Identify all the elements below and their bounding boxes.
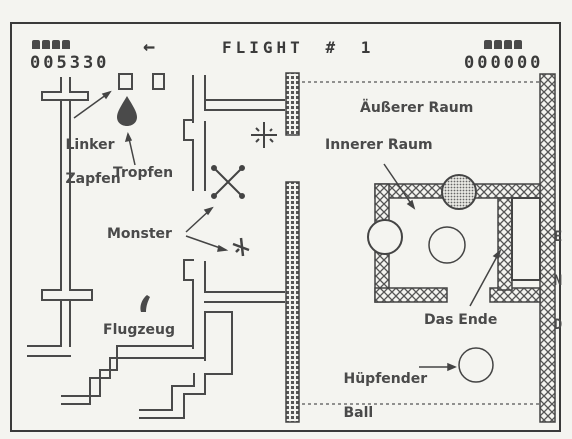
flight-title: FLIGHT # 1: [222, 38, 374, 57]
label-huepfender: Hüpfender: [343, 371, 428, 387]
label-monster: Monster: [107, 226, 172, 242]
monster-small: [232, 237, 250, 257]
airplane-icon: [140, 295, 150, 312]
flight-sign: #: [325, 38, 340, 57]
right-lives-indicator: [484, 40, 524, 52]
label-ausserer-raum: Äußerer Raum: [360, 100, 474, 116]
flight-title-text: FLIGHT: [222, 38, 304, 57]
dotted-pillar-bottom: [285, 181, 300, 423]
label-ball: Ball: [343, 405, 374, 421]
monster-x: [211, 165, 245, 199]
left-arrow-icon: ←: [143, 34, 159, 58]
end-letter-n: N: [553, 273, 563, 289]
left-cross-top: [41, 77, 89, 161]
right-score: 000000: [464, 53, 544, 73]
label-innerer-raum: Innerer Raum: [325, 137, 433, 153]
stippled-ball: [441, 174, 477, 210]
inner-room-ball: [428, 226, 466, 264]
pointer-arrows: [73, 90, 502, 372]
bouncing-ball: [458, 347, 494, 383]
left-plug: [118, 73, 133, 90]
end-letter-e: E: [553, 229, 563, 245]
stair-walls: [27, 345, 233, 419]
drop-icon: [117, 96, 137, 126]
left-score: 005330: [30, 53, 110, 73]
label-linker-zapfen: Linker Zapfen: [46, 120, 121, 205]
label-linker: Linker: [65, 137, 115, 153]
end-door: [511, 197, 541, 281]
left-shaft: [41, 159, 93, 347]
label-zapfen: Zapfen: [65, 171, 121, 187]
right-plug: [152, 73, 165, 90]
label-das-ende: Das Ende: [424, 312, 498, 328]
central-wall-bottom: [183, 259, 285, 361]
flight-number: 1: [360, 38, 375, 57]
left-lives-indicator: [32, 40, 72, 52]
end-sign: E N D: [520, 204, 562, 358]
label-flugzeug: Flugzeug: [103, 322, 175, 338]
label-tropfen: Tropfen: [113, 165, 174, 181]
end-letter-d: D: [553, 317, 563, 333]
monster-plus: [251, 122, 277, 148]
playfield-frame: [10, 22, 561, 432]
label-huepfender-ball: Hüpfender Ball: [324, 354, 428, 439]
dotted-pillar-top: [285, 72, 300, 136]
inner-room-ball-left: [367, 219, 403, 255]
outer-room-boundary: [302, 81, 540, 405]
central-wall-top: [183, 75, 285, 191]
